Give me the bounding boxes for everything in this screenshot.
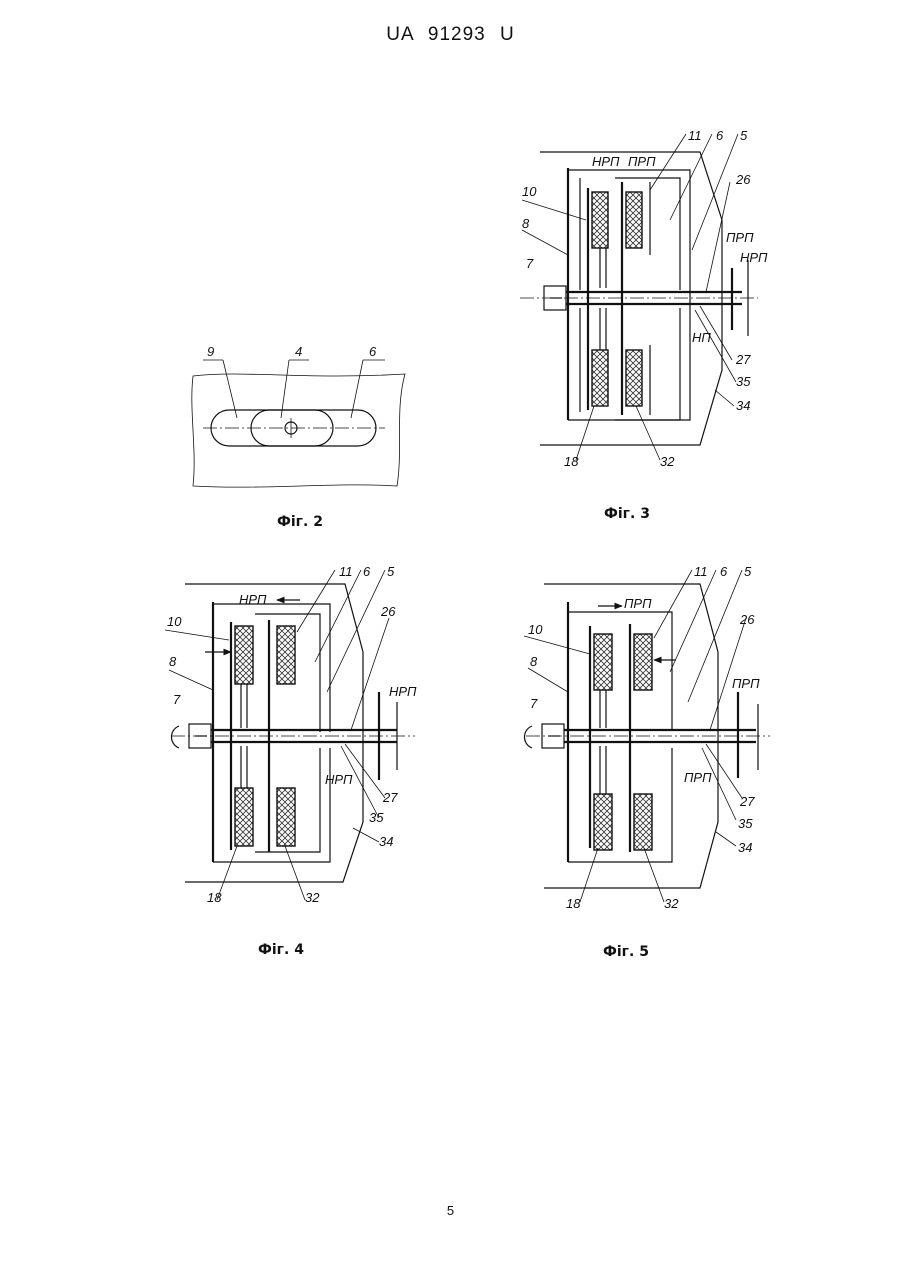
- label-27: 27: [382, 790, 398, 805]
- label-8: 8: [169, 654, 177, 669]
- label-26: 26: [739, 612, 755, 627]
- label-nrp-right: НРП: [389, 684, 417, 699]
- label-32: 32: [660, 454, 675, 469]
- label-prp-top: ПРП: [628, 154, 656, 169]
- caption-fig-2: Фіг. 2: [277, 514, 323, 530]
- label-prp-top: ПРП: [624, 596, 652, 611]
- label-34: 34: [379, 834, 393, 849]
- label-26: 26: [380, 604, 396, 619]
- label-35: 35: [738, 816, 753, 831]
- figure-5-drawing: 11 6 5 ПРП 26 10 8 ПРП 7 ПРП 27 35 34 18…: [520, 562, 780, 912]
- label-11: 11: [688, 128, 702, 143]
- label-27: 27: [739, 794, 755, 809]
- label-11: 11: [694, 564, 708, 579]
- label-8: 8: [530, 654, 538, 669]
- label-nrp-top: НРП: [239, 592, 267, 607]
- label-11: 11: [339, 564, 353, 579]
- label-10: 10: [522, 184, 537, 199]
- label-6: 6: [720, 564, 728, 579]
- label-35: 35: [736, 374, 751, 389]
- label-18: 18: [207, 890, 222, 905]
- label-34: 34: [736, 398, 750, 413]
- label-27: 27: [735, 352, 751, 367]
- label-5: 5: [740, 128, 748, 143]
- label-6: 6: [363, 564, 371, 579]
- caption-fig-4: Фіг. 4: [258, 942, 304, 958]
- label-32: 32: [664, 896, 679, 911]
- label-prp-right: ПРП: [726, 230, 754, 245]
- label-10: 10: [167, 614, 182, 629]
- label-nrp-right: НРП: [740, 250, 768, 265]
- label-35: 35: [369, 810, 384, 825]
- patent-number: UA 91293 U: [0, 24, 901, 46]
- label-7: 7: [530, 696, 538, 711]
- label-8: 8: [522, 216, 530, 231]
- label-26: 26: [735, 172, 751, 187]
- label-18: 18: [566, 896, 581, 911]
- label-np: НП: [692, 330, 711, 345]
- label-nrp-bottom: НРП: [325, 772, 353, 787]
- label-prp-bottom: ПРП: [684, 770, 712, 785]
- label-9: 9: [207, 344, 214, 359]
- label-5: 5: [387, 564, 395, 579]
- label-18: 18: [564, 454, 579, 469]
- label-prp-right: ПРП: [732, 676, 760, 691]
- label-34: 34: [738, 840, 752, 855]
- label-4: 4: [295, 344, 302, 359]
- label-7: 7: [526, 256, 534, 271]
- figure-2-drawing: 9 4 6: [185, 340, 415, 500]
- label-6: 6: [369, 344, 377, 359]
- label-nrp-top: НРП: [592, 154, 620, 169]
- label-10: 10: [528, 622, 543, 637]
- caption-fig-3: Фіг. 3: [604, 506, 650, 522]
- label-32: 32: [305, 890, 320, 905]
- label-7: 7: [173, 692, 181, 707]
- figure-3-drawing: 11 6 5 НРП ПРП 26 10 8 ПРП НРП 7 НП 27 3…: [510, 120, 770, 475]
- page-number: 5: [0, 1203, 901, 1218]
- label-6: 6: [716, 128, 724, 143]
- figure-4-drawing: 11 6 5 НРП 26 10 8 НРП 7 НРП 27 35 34 18…: [165, 562, 425, 912]
- label-5: 5: [744, 564, 752, 579]
- caption-fig-5: Фіг. 5: [603, 944, 649, 960]
